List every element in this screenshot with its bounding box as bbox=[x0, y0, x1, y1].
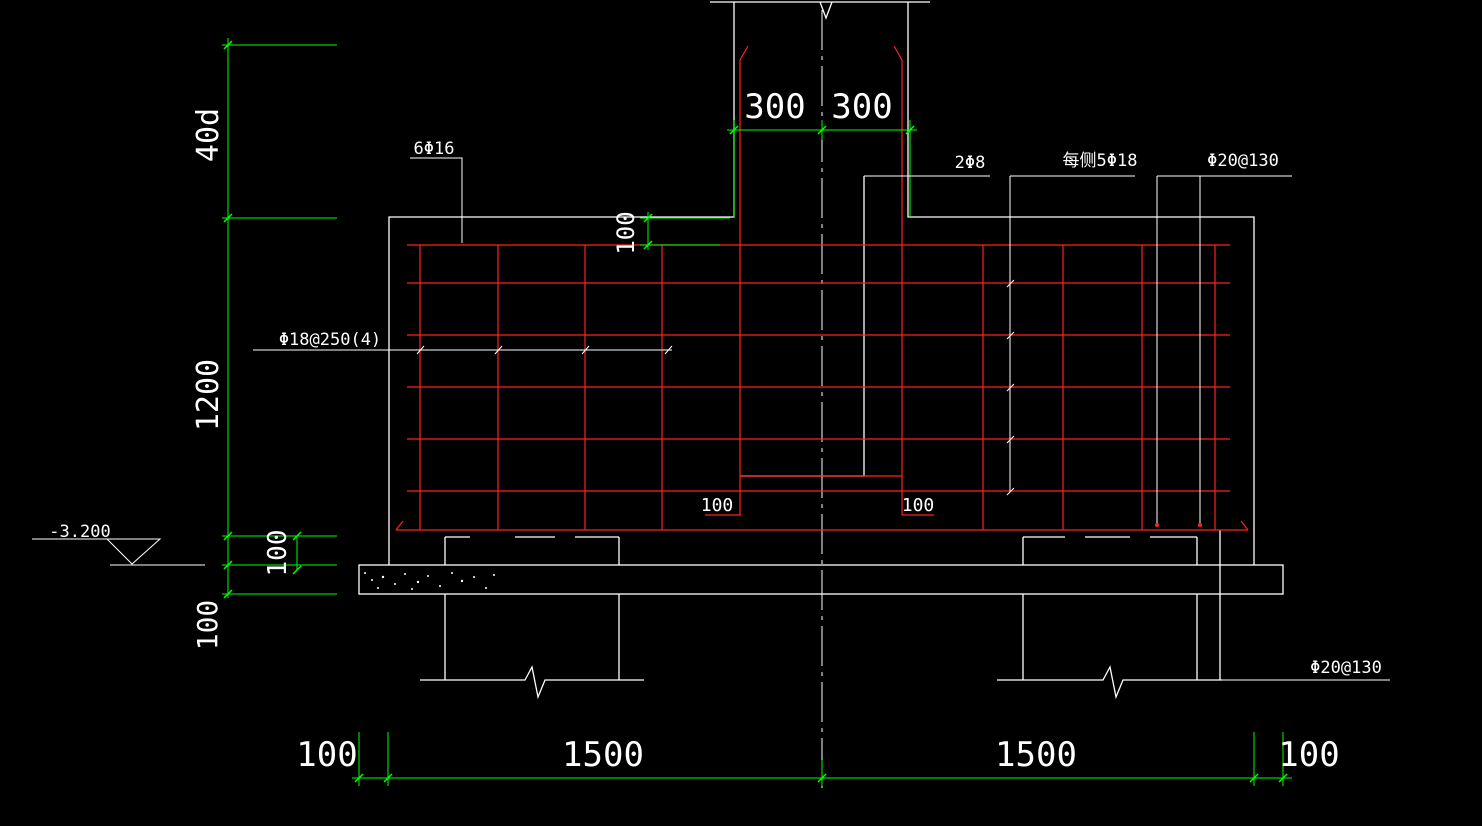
dim-base-left-ext: 100 bbox=[296, 735, 357, 775]
dim-bottom-cover: 100 bbox=[263, 530, 293, 577]
leader-bottom-bars bbox=[1156, 175, 1292, 527]
dim-base-right-ext: 100 bbox=[1278, 735, 1339, 775]
stirrup-tick-marks bbox=[416, 279, 1015, 496]
elevation-symbol bbox=[32, 538, 205, 566]
stirrup-legs bbox=[419, 245, 1216, 530]
label-elevation: -3.200 bbox=[49, 522, 110, 542]
left-column-dowel bbox=[705, 45, 749, 516]
dim-cushion: 100 bbox=[191, 600, 224, 651]
bottom-rebar-hooks bbox=[395, 520, 1249, 531]
dim-base-left: 1500 bbox=[562, 735, 644, 775]
dim-hook-left: 100 bbox=[701, 495, 734, 516]
left-pile bbox=[444, 537, 620, 680]
top-cover-dimension bbox=[640, 212, 730, 250]
label-stirrups: Φ18@250(4) bbox=[279, 330, 381, 350]
label-bottom-bars: Φ20@130 bbox=[1207, 151, 1279, 171]
column-break-mark bbox=[819, 1, 833, 20]
dim-top-cover: 100 bbox=[612, 211, 640, 254]
dim-base-right: 1500 bbox=[995, 735, 1077, 775]
column-right-edge bbox=[907, 2, 1255, 565]
label-bottom-bars-2: Φ20@130 bbox=[1310, 658, 1382, 678]
right-pile-break bbox=[997, 665, 1222, 700]
label-leaders bbox=[32, 157, 1390, 681]
dimension-ticks bbox=[223, 40, 1288, 783]
dim-hook-right: 100 bbox=[902, 495, 935, 516]
rebar-cage bbox=[395, 45, 1249, 531]
dim-anchor-length: 40d bbox=[191, 108, 226, 162]
dim-column-left: 300 bbox=[744, 87, 805, 127]
leader-top-bars bbox=[410, 157, 463, 243]
label-tie-bars: 2Φ8 bbox=[955, 153, 986, 173]
vertical-dimension-extensions bbox=[222, 44, 337, 595]
column-left-edge bbox=[388, 2, 735, 565]
label-side-bars: 每侧5Φ18 bbox=[1063, 151, 1138, 171]
dim-footing-height: 1200 bbox=[191, 359, 226, 431]
dim-column-right: 300 bbox=[831, 87, 892, 127]
right-pile bbox=[1022, 537, 1198, 680]
label-top-bars: 6Φ16 bbox=[414, 139, 455, 159]
tie-bar-outline bbox=[741, 176, 865, 477]
cushion-hatch bbox=[364, 572, 495, 590]
cushion-layer bbox=[358, 564, 1284, 595]
right-column-dowel bbox=[893, 45, 934, 516]
left-pile-break bbox=[420, 665, 644, 700]
side-rebars bbox=[407, 282, 1230, 492]
bar-dots bbox=[1155, 523, 1202, 527]
leader-side-bars bbox=[1009, 175, 1135, 492]
